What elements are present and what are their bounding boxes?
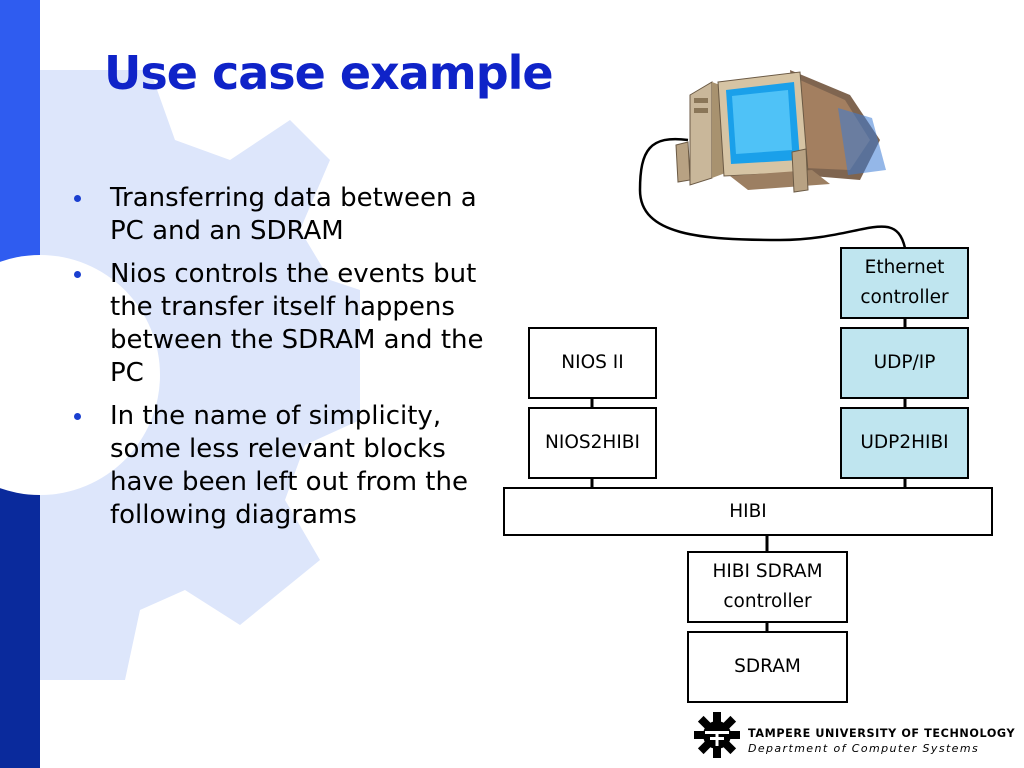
background-gear-icon: [0, 70, 360, 680]
bullet-text: Transferring data between a PC and an SD…: [110, 183, 477, 246]
block-label: HIBI SDRAM controller: [712, 561, 823, 612]
bullet-list: Transferring data between a PC and an SD…: [74, 182, 484, 542]
side-strip-top: [0, 0, 40, 305]
footer-branding: TAMPERE UNIVERSITY OF TECHNOLOGY Departm…: [748, 727, 1015, 755]
bullet-item: Nios controls the events but the transfe…: [74, 258, 484, 390]
block-label: UDP2HIBI: [860, 432, 949, 453]
udp2hibi-block: UDP2HIBI: [840, 407, 969, 479]
side-strip-bottom: [0, 460, 40, 768]
nios2hibi-block: NIOS2HIBI: [528, 407, 657, 479]
hibi-bus-block: HIBI: [503, 487, 993, 536]
computer-icon: [675, 70, 886, 193]
hibi-sdram-controller-block: HIBI SDRAM controller: [687, 551, 848, 623]
bullet-dot-icon: [74, 271, 81, 278]
block-label: HIBI: [729, 500, 767, 522]
block-label: NIOS II: [561, 352, 624, 373]
university-name: TAMPERE UNIVERSITY OF TECHNOLOGY: [748, 727, 1016, 740]
block-label: Ethernet controller: [860, 257, 949, 308]
gear-logo-icon: [694, 712, 740, 758]
ethernet-controller-block: Ethernet controller: [840, 247, 969, 319]
block-label: SDRAM: [734, 656, 801, 677]
bullet-text: Nios controls the events but the transfe…: [110, 259, 484, 388]
udp-ip-block: UDP/IP: [840, 327, 969, 399]
bullet-dot-icon: [74, 413, 81, 420]
slide-title: Use case example: [104, 46, 554, 100]
block-label: UDP/IP: [873, 352, 936, 373]
block-label: NIOS2HIBI: [545, 432, 640, 453]
department-name: Department of Computer Systems: [748, 742, 980, 755]
bullet-item: In the name of simplicity, some less rel…: [74, 400, 484, 532]
nios-ii-block: NIOS II: [528, 327, 657, 399]
bullet-text: In the name of simplicity, some less rel…: [110, 401, 468, 530]
bullet-dot-icon: [74, 195, 81, 202]
sdram-block: SDRAM: [687, 631, 848, 703]
cable-line: [638, 137, 907, 249]
bullet-item: Transferring data between a PC and an SD…: [74, 182, 484, 248]
